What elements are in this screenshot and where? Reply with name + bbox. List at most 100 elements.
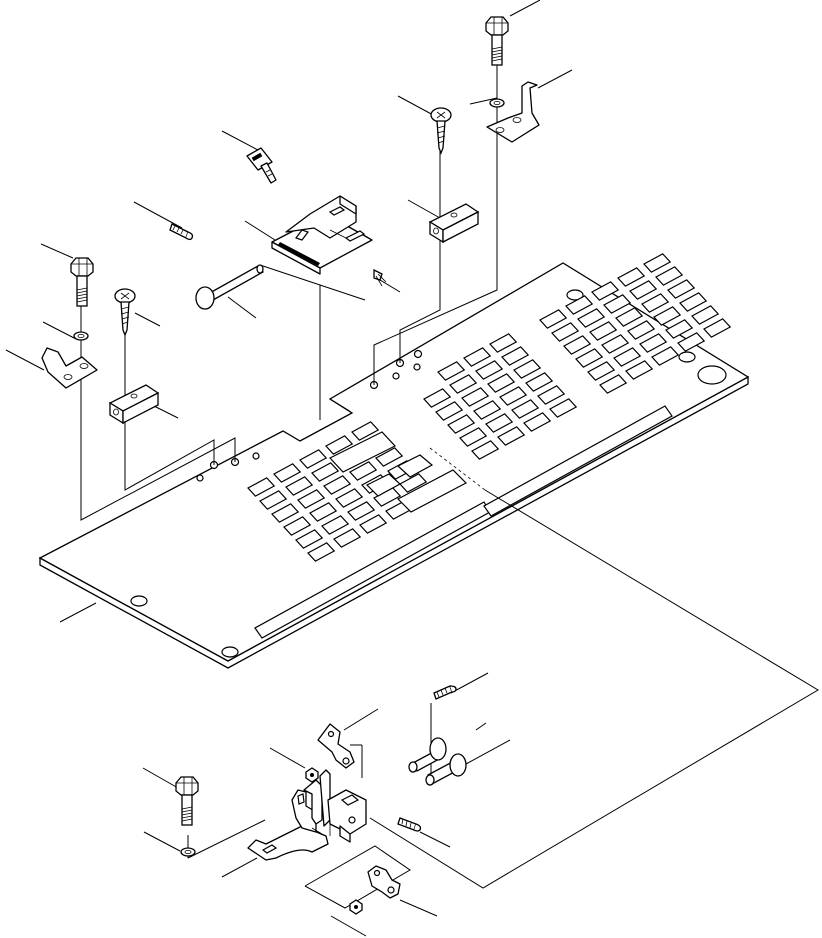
key-opening: [449, 374, 478, 394]
hex-bolts: [70, 16, 509, 826]
latch-plate-lower: [367, 865, 401, 899]
phillips-screw-1: [430, 107, 452, 155]
key-opening: [359, 514, 388, 534]
spring-pin-2: [397, 817, 422, 832]
key-opening: [309, 502, 338, 522]
key: [246, 147, 277, 184]
key-opening: [335, 488, 364, 508]
key-opening: [321, 515, 350, 535]
key-opening: [641, 293, 670, 313]
key-opening: [285, 476, 314, 496]
key-opening: [691, 305, 720, 325]
key-opening: [501, 346, 530, 366]
key-opening: [511, 399, 540, 419]
key-opening: [629, 280, 658, 300]
key-opening: [639, 333, 668, 353]
key-opening: [523, 412, 552, 432]
key-opening: [655, 266, 684, 286]
hinge-pin: [195, 264, 265, 310]
key-opening: [333, 528, 362, 548]
key-opening: [665, 319, 694, 339]
clip: [373, 268, 387, 287]
key-opening: [677, 332, 706, 352]
key-opening: [473, 400, 502, 420]
key-opening: [565, 295, 594, 315]
key-opening: [577, 308, 606, 328]
spring-pin-top: [169, 223, 194, 241]
hex-bolt-left: [70, 257, 94, 307]
hex-bolt-top: [485, 16, 509, 66]
key-opening: [475, 360, 504, 380]
key-opening: [703, 318, 732, 338]
key-opening: [563, 335, 592, 355]
key-opening: [615, 307, 644, 327]
spacer-block-1: [428, 203, 480, 244]
key-opening: [459, 427, 488, 447]
key-opening: [311, 462, 340, 482]
key-opening: [625, 360, 654, 380]
key-opening: [323, 475, 352, 495]
key-opening: [679, 292, 708, 312]
key-opening: [489, 333, 518, 353]
key-opening: [471, 440, 500, 460]
key-opening: [271, 503, 300, 523]
key-opening: [601, 334, 630, 354]
key-opening: [295, 529, 324, 549]
l-bracket-top: [486, 81, 540, 143]
key-opening: [351, 421, 380, 441]
key-opening: [487, 373, 516, 393]
key-opening: [575, 348, 604, 368]
key-opening: [435, 401, 464, 421]
key-opening: [297, 489, 326, 509]
key-opening: [423, 388, 452, 408]
key-opening: [599, 374, 628, 394]
key-opening: [349, 461, 378, 481]
key-opening: [667, 279, 696, 299]
key-opening: [537, 385, 566, 405]
key-opening: [307, 542, 336, 562]
switch-panel: [38, 253, 750, 669]
key-opening: [551, 322, 580, 342]
key-opening: [399, 473, 428, 493]
key-opening: [613, 347, 642, 367]
key-opening: [461, 387, 490, 407]
key-opening: [617, 267, 646, 287]
key-opening: [325, 435, 354, 455]
key-opening: [247, 477, 276, 497]
l-bracket-left: [41, 347, 98, 389]
key-opening: [627, 320, 656, 340]
key-opening: [485, 413, 514, 433]
key-opening: [299, 449, 328, 469]
key-opening: [499, 386, 528, 406]
hex-bolt-bottom: [175, 776, 199, 826]
key-opening: [347, 501, 376, 521]
key-opening: [589, 321, 618, 341]
key-opening: [603, 294, 632, 314]
key-opening: [259, 490, 288, 510]
nut-lower: [349, 899, 363, 915]
key-opening: [463, 347, 492, 367]
washers: [73, 98, 505, 857]
spacer-block-2: [108, 384, 160, 425]
key-opening: [653, 306, 682, 326]
key-opening: [549, 398, 578, 418]
key-opening: [591, 281, 620, 301]
nut-upper: [305, 767, 319, 783]
latch-bracket-assembly: [247, 769, 367, 861]
phillips-screw-2: [114, 288, 136, 337]
latch-plate-upper: [317, 723, 355, 769]
key-opening: [525, 372, 554, 392]
key-opening: [447, 414, 476, 434]
key-opening: [273, 463, 302, 483]
key-opening: [643, 253, 672, 273]
spring-pin-1: [433, 685, 457, 700]
key-opening: [497, 426, 526, 446]
key-opening: [437, 361, 466, 381]
key-opening: [587, 361, 616, 381]
key-opening: [651, 346, 680, 366]
key-opening: [539, 309, 568, 329]
shoulder-pin-1: [408, 737, 447, 773]
key-opening: [513, 359, 542, 379]
